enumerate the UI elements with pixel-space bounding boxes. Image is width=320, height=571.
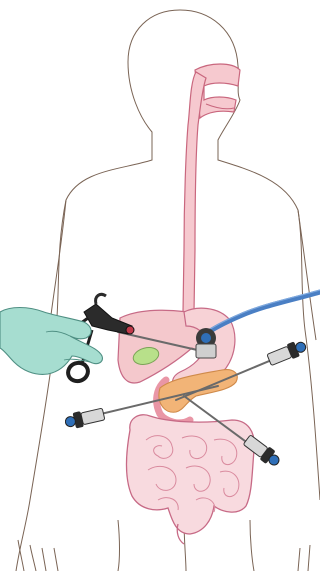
trocar-right-upper bbox=[266, 338, 308, 367]
esophagus-group bbox=[183, 64, 240, 312]
grasper-finger-ring bbox=[66, 360, 91, 384]
grasper-red-knob bbox=[126, 326, 134, 334]
grasper-top-trigger bbox=[96, 294, 106, 304]
trocar-left bbox=[64, 406, 106, 430]
trocar-shaft-left bbox=[84, 386, 218, 418]
hand-fingers-left bbox=[18, 540, 58, 571]
hand-fingers-right bbox=[298, 545, 310, 571]
arm-right-outline bbox=[298, 210, 316, 340]
trocar-port bbox=[196, 328, 216, 358]
trocar-port-body bbox=[196, 344, 216, 358]
trocar-port-inner bbox=[201, 333, 211, 343]
